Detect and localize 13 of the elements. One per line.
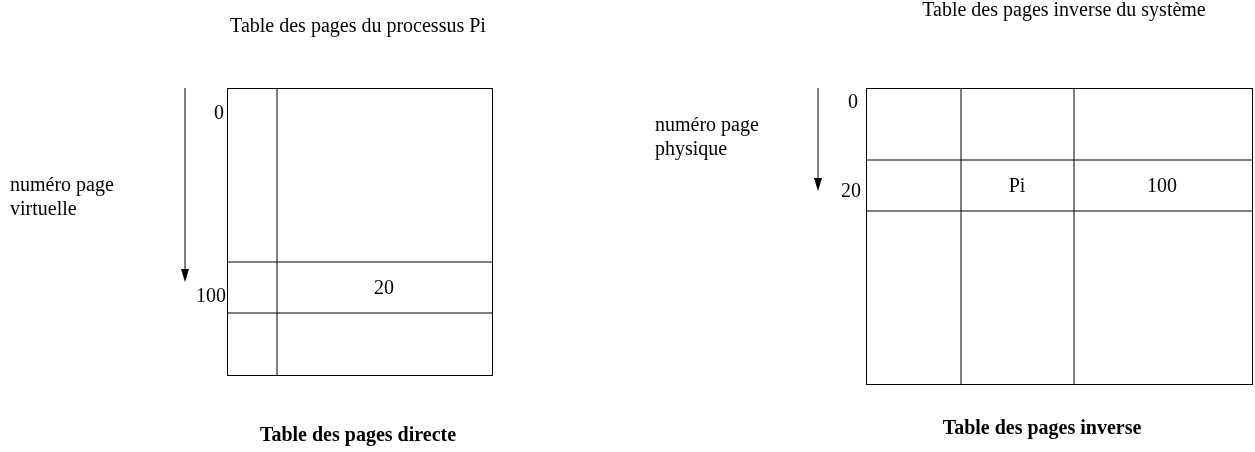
table-heading: Table des pages inverse du système bbox=[921, 0, 1207, 23]
axis-label: numéro page physique bbox=[655, 112, 760, 160]
row-number: 100 bbox=[195, 283, 226, 307]
table-cell: 20 bbox=[276, 261, 492, 313]
table-cell: Pi bbox=[960, 159, 1074, 211]
row-number: 20 bbox=[840, 178, 861, 202]
row-number: 0 bbox=[213, 100, 224, 124]
table-caption: Table des pages directe bbox=[258, 423, 458, 446]
table-heading: Table des pages du processus Pi bbox=[229, 13, 487, 39]
table-cell: 100 bbox=[1073, 159, 1251, 211]
table-caption: Table des pages inverse bbox=[941, 416, 1143, 439]
axis-label: numéro page virtuelle bbox=[10, 172, 115, 220]
row-number: 0 bbox=[847, 89, 858, 113]
